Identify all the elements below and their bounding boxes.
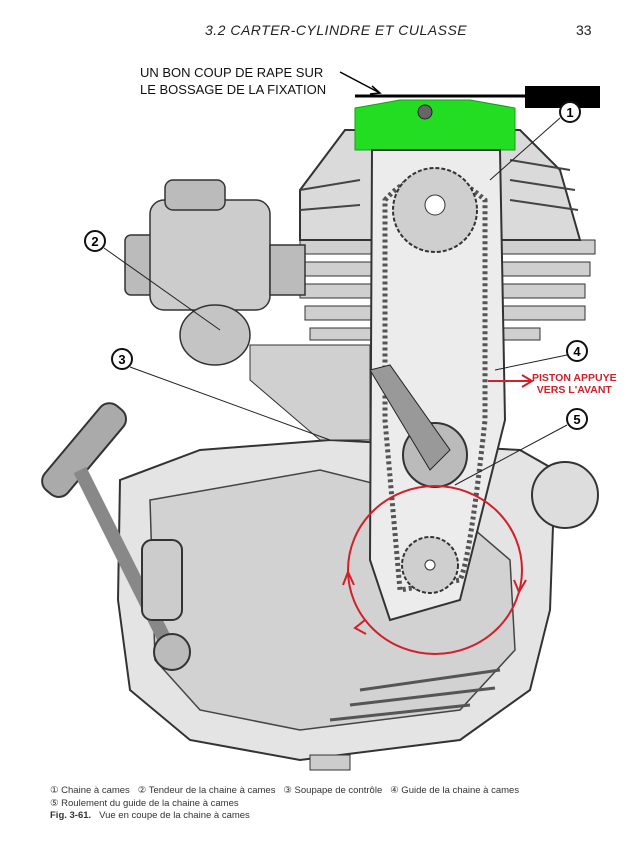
callout-3: 3 (111, 348, 133, 370)
figure-title-line: Fig. 3-61. Vue en coupe de la chaine à c… (50, 810, 519, 823)
cover-ribs (329, 668, 501, 722)
redaction-bar (525, 86, 600, 108)
check-valve-bracket (249, 344, 371, 441)
crank-hub (424, 559, 436, 571)
head-fins (299, 159, 579, 211)
piston-annotation-line-1: PISTON APPUYE (532, 372, 617, 384)
handwritten-annotation: UN BON COUP DE RAPE SUR LE BOSSAGE DE LA… (140, 64, 326, 98)
leader-lines (103, 117, 568, 486)
callout-5-label: 5 (573, 412, 580, 427)
legend-line-1: ① Chaine à cames ② Tendeur de la chaine … (50, 785, 519, 798)
annotation-line-1: UN BON COUP DE RAPE SUR (140, 65, 324, 80)
annotation-arrow (339, 71, 379, 93)
callout-1: 1 (559, 101, 581, 123)
legend-item: ⑤ Roulement du guide de la chaine à came… (50, 797, 239, 809)
boss-nut (417, 104, 433, 120)
page-number: 33 (576, 22, 592, 38)
annotation-arrowhead (369, 85, 382, 95)
legend-line-2: ⑤ Roulement du guide de la chaine à came… (50, 798, 519, 811)
callout-4: 4 (566, 340, 588, 362)
piston-annotation-line-2: VERS L'AVANT (536, 384, 612, 396)
oil-filter-cover (531, 461, 599, 529)
callout-3-label: 3 (118, 352, 125, 367)
legend-item: ③ Soupape de contrôle (283, 785, 383, 796)
callout-2: 2 (84, 230, 106, 252)
callout-1-label: 1 (566, 105, 573, 120)
legend-item: ① Chaine à cames (50, 785, 130, 796)
section-title: 3.2 CARTER-CYLINDRE ET CULASSE (205, 22, 468, 38)
annotation-line-2: LE BOSSAGE DE LA FIXATION (140, 82, 327, 97)
figure-caption: ① Chaine à cames ② Tendeur de la chaine … (50, 785, 519, 823)
kickstart-lever (41, 402, 191, 671)
drain-plug (309, 754, 351, 771)
legend-item: ④ Guide de la chaine à cames (390, 785, 520, 796)
figure-label: Fig. 3-61. (50, 810, 92, 821)
piston-arrowhead (521, 374, 534, 388)
rotation-arrow-left (342, 569, 355, 586)
camshaft-hub (424, 194, 446, 216)
figure-title: Vue en coupe de la chaine à cames (99, 810, 250, 821)
highlighted-boss (354, 99, 516, 151)
callout-4-label: 4 (573, 344, 581, 359)
callout-2-label: 2 (91, 234, 98, 249)
rotation-arrow-bottom (353, 619, 367, 635)
tensioner-arm (369, 364, 451, 471)
piston-annotation: PISTON APPUYE VERS L'AVANT (532, 372, 617, 396)
rotation-arrow-right (513, 579, 527, 595)
callout-5: 5 (566, 408, 588, 430)
carburetor (124, 179, 306, 366)
legend-item: ② Tendeur de la chaine à cames (137, 785, 276, 796)
cam-chain-housing (368, 149, 507, 622)
